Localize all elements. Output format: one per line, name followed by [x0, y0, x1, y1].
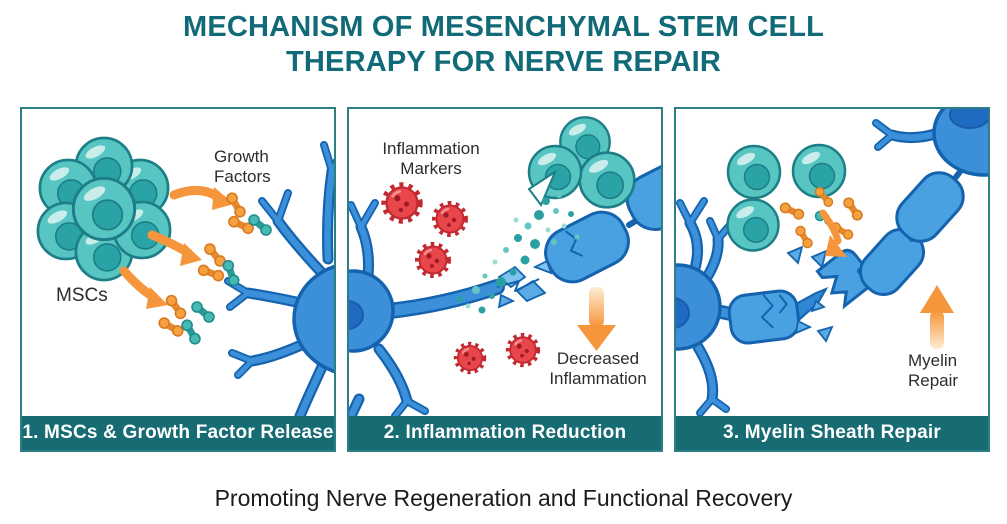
neuron-with-damaged-myelin	[676, 109, 988, 416]
page-title-line1: MECHANISM OF MESENCHYMAL STEM CELL	[182, 11, 825, 43]
panel3-caption-banner: 3. Myelin Sheath Repair	[676, 416, 988, 450]
repair-action-arrow-icon	[819, 209, 847, 257]
page-title: MECHANISM OF MESENCHYMAL STEM CELL THERA…	[0, 10, 1007, 81]
inflammation-markers-label: Inflammation Markers	[382, 139, 480, 179]
growth-factors-label: Growth Factors	[214, 147, 271, 187]
decreased-inflammation-label: Decreased Inflammation	[549, 349, 647, 389]
panel2-caption-banner: 2. Inflammation Reduction	[349, 416, 661, 450]
panel1-caption-banner: 1. MSCs & Growth Factor Release	[22, 416, 334, 450]
release-arrow-icons	[119, 186, 234, 309]
footer-caption: Promoting Nerve Regeneration and Functio…	[214, 485, 793, 511]
neuron-illustration	[224, 141, 334, 416]
stem-cells-secreting	[527, 116, 636, 209]
myelin-repair-arrow-icon	[920, 285, 954, 349]
panel2-illustration: Inflammation Markers Decreased Inflammat…	[349, 109, 661, 416]
panel-row: Growth Factors MSCs 1. MSCs & Growth Fac…	[20, 107, 990, 452]
panel1-illustration: Growth Factors MSCs	[22, 109, 334, 416]
decreased-inflammation-arrow-icon	[577, 287, 616, 351]
panel-mscs-growth-factor-release: Growth Factors MSCs 1. MSCs & Growth Fac…	[20, 107, 336, 452]
panel3-illustration: Myelin Repair	[676, 109, 988, 416]
myelin-debris-fragments	[786, 245, 834, 343]
mscs-label: MSCs	[56, 285, 108, 306]
myelin-repair-label: Myelin Repair	[908, 351, 959, 391]
msc-cell-cluster	[36, 136, 172, 282]
damaged-neuron-illustration	[349, 159, 661, 416]
secreted-factor-dots	[457, 192, 580, 314]
page-title-line2: THERAPY FOR NERVE REPAIR	[285, 46, 722, 79]
panel-myelin-sheath-repair: Myelin Repair 3. Myelin Sheath Repair	[674, 107, 990, 452]
panel-inflammation-reduction: Inflammation Markers Decreased Inflammat…	[347, 107, 663, 452]
growth-factor-molecules	[158, 192, 271, 345]
